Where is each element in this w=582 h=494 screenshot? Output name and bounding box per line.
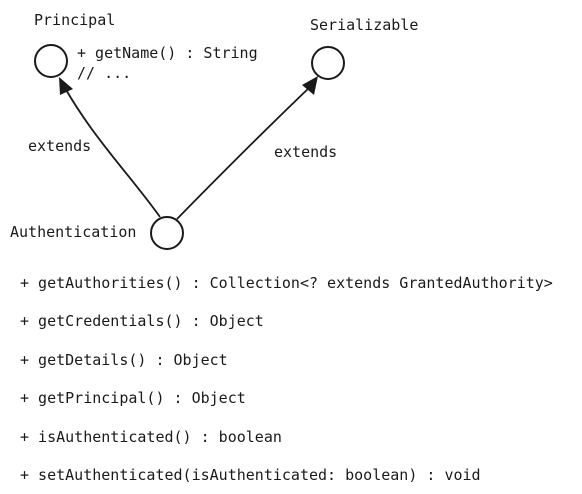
method-line: + getCredentials() : Object [20, 312, 264, 330]
method-line: + setAuthenticated(isAuthenticated: bool… [20, 466, 481, 484]
extends-serializable-label: extends [274, 143, 338, 161]
method-line: + getDetails() : Object [20, 351, 228, 369]
serializable-interface-circle [311, 46, 345, 80]
extends-serializable-arrowhead [302, 76, 318, 95]
extends-principal-label: extends [28, 137, 92, 155]
authentication-interface-circle [150, 216, 184, 250]
principal-member: // ... [77, 64, 132, 82]
serializable-name: Serializable [310, 16, 419, 34]
principal-member: + getName() : String [77, 44, 258, 62]
authentication-name: Authentication [10, 223, 137, 241]
principal-name: Principal [34, 11, 116, 29]
method-line: + getPrincipal() : Object [20, 389, 246, 407]
method-line: + getAuthorities() : Collection<? extend… [20, 274, 553, 292]
extends-principal-arrow-line [64, 87, 161, 218]
extends-principal-arrowhead [59, 77, 73, 95]
method-line: + isAuthenticated() : boolean [20, 428, 282, 446]
principal-interface-circle [34, 44, 68, 78]
extends-serializable-arrow-line [176, 85, 312, 220]
